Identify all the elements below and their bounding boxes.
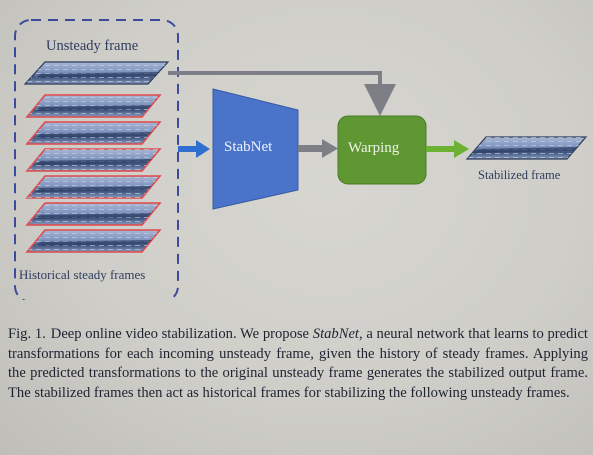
caption-text-part2: , a neural network that learns to predic… [8,326,588,401]
unsteady-frame-label: Unsteady frame [46,38,139,54]
historical-frame [25,94,162,118]
stabnet-to-warping-arrow [298,139,338,158]
historical-frame [25,229,162,253]
unsteady-to-warping-arrow [168,71,396,116]
unsteady-frame-image [23,61,170,85]
caption-method-name: StabNet [312,326,359,342]
historical-frame [25,202,162,226]
historical-frames-dashed-box [14,19,179,300]
history-to-stabnet-arrow [178,140,210,158]
stabilized-frame-label: Stabilized frame [478,168,561,182]
historical-frame [25,121,162,145]
warping-to-stabilized-arrow [426,140,469,158]
historical-frames-stack [25,94,162,253]
figure-caption: Fig. 1.Deep online video stabilization. … [8,325,588,403]
warping-label: Warping [348,140,400,156]
stabilized-frame-image [465,136,588,160]
figure: Unsteady frame Historical steady frames … [14,19,588,300]
figure-diagram [14,19,588,300]
historical-frames-label: Historical steady frames [19,267,146,282]
stabnet-label: StabNet [224,139,273,155]
historical-frame [25,148,162,172]
caption-text-part1: Deep online video stabilization. We prop… [50,326,313,342]
figure-number: Fig. 1. [8,326,46,342]
historical-frame [25,175,162,199]
stabnet-block [212,88,299,210]
